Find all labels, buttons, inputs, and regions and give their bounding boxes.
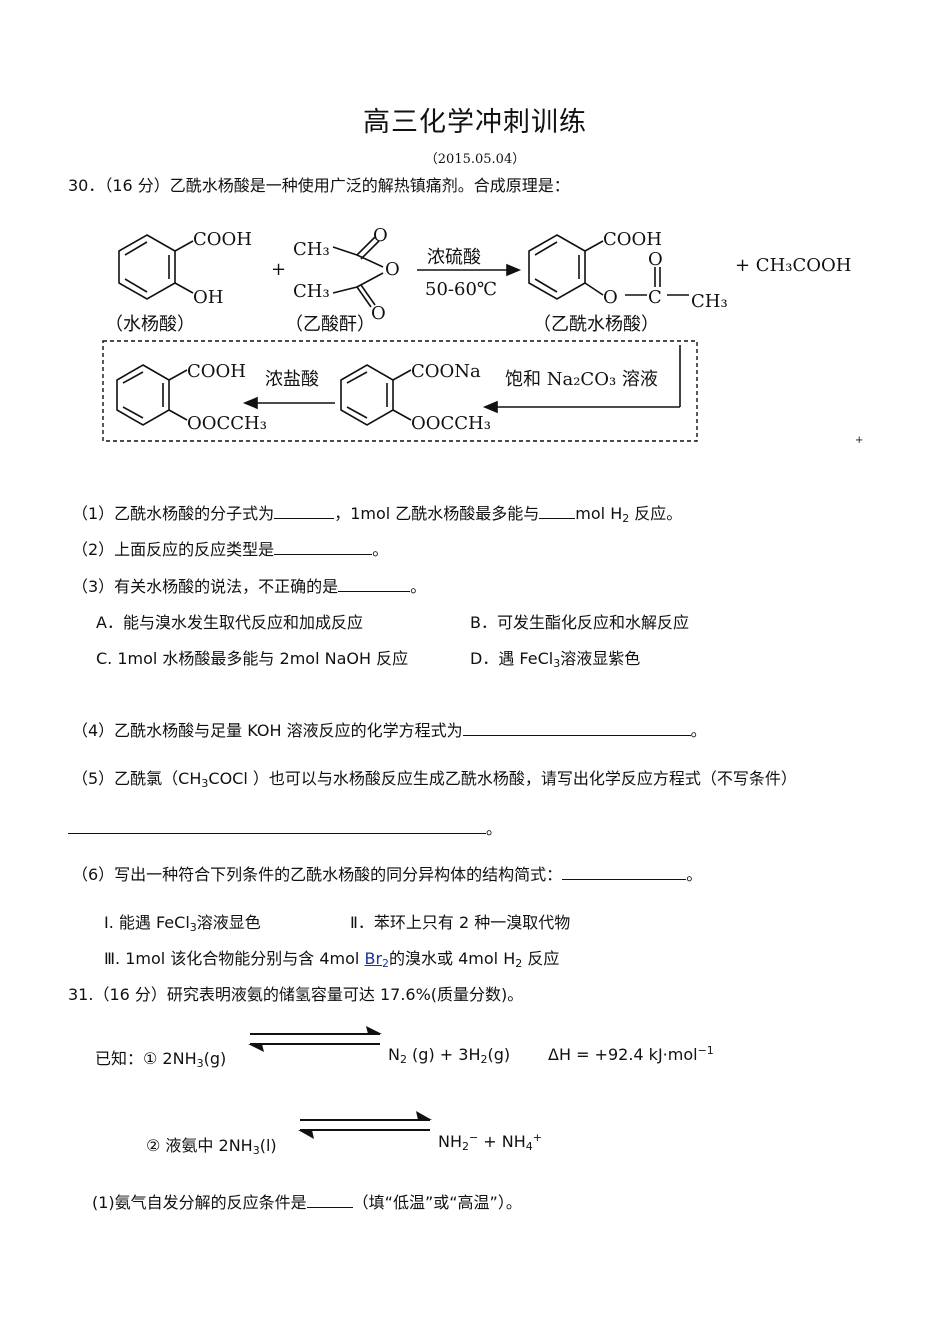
box-salt-oocch3: OOCCH₃ [411, 413, 491, 434]
anhydride-ch3-bottom: CH₃ [293, 281, 330, 302]
reagent-na2co3: 饱和 Na₂CO₃ 溶液 [505, 369, 658, 390]
q30-part5-answer-line: 。 [68, 815, 502, 839]
purification-box [102, 340, 698, 442]
anhydride-o-bridge: O [385, 259, 400, 280]
aspirin-cooh: COOH [603, 229, 662, 250]
aspirin-structure [528, 234, 689, 300]
aspirin-c: C [648, 287, 662, 308]
equation-2-left: ② 液氨中 2NH3(l) [146, 1136, 277, 1157]
box-sodium-salt-structure [340, 364, 412, 426]
q30-part5: （5）乙酰氯（CH3COCl ）也可以与水杨酸反应生成乙酰水杨酸，请写出化学反应… [72, 769, 797, 790]
br2-link[interactable]: Br2 [364, 949, 390, 970]
main-arrow [417, 263, 522, 277]
equation-1-left: 已知：① 2NH3(g) [95, 1049, 227, 1070]
equilibrium-arrow-1 [248, 1026, 382, 1052]
anhydride-label: （乙酸酐） [285, 314, 375, 335]
enthalpy-change: ΔH = +92.4 kJ·mol−1 [548, 1044, 714, 1064]
equation-2-right: NH2− + NH4+ [438, 1131, 543, 1153]
aspirin-label: （乙酰水杨酸） [533, 314, 659, 335]
box-aspirin-structure [116, 364, 188, 426]
hcl-arrow [242, 396, 335, 410]
option-a: A．能与溴水发生取代反应和加成反应 [96, 613, 363, 632]
anhydride-o-bottom: O [371, 303, 386, 324]
reaction-scheme: COOH OH （水杨酸） + CH₃ CH₃ O O O （乙酸酐） 浓硫酸 … [102, 225, 863, 446]
salicylic-oh: OH [193, 287, 223, 308]
byproduct-acetic-acid: + CH₃COOH [735, 255, 851, 276]
stray-mark: + [855, 435, 863, 446]
q30-part3: （3）有关水杨酸的说法，不正确的是。 [72, 577, 427, 596]
option-c: C. 1mol 水杨酸最多能与 2mol NaOH 反应 [96, 649, 409, 668]
aspirin-carbonyl-o: O [648, 249, 663, 270]
anhydride-ch3-top: CH₃ [293, 239, 330, 260]
na2co3-arrow [482, 345, 681, 414]
page-title: 高三化学冲刺训练 [363, 107, 587, 138]
q30-part6: （6）写出一种符合下列条件的乙酰水杨酸的同分异构体的结构简式：。 [72, 865, 703, 884]
q30-part2: （2）上面反应的反应类型是。 [72, 540, 389, 559]
reagent-h2so4: 浓硫酸 [427, 247, 481, 268]
box-coona: COONa [411, 361, 481, 382]
condition-1: Ⅰ. 能遇 FeCl3溶液显色 [104, 913, 261, 934]
q30-part4: （4）乙酰水杨酸与足量 KOH 溶液反应的化学方程式为。 [72, 721, 707, 740]
option-d: D．遇 FeCl3溶液显紫色 [470, 649, 641, 670]
q30-intro: 30．（16 分）乙酰水杨酸是一种使用广泛的解热镇痛剂。合成原理是： [68, 176, 570, 195]
acetic-anhydride-structure [332, 236, 384, 308]
salicylic-cooh: COOH [193, 229, 252, 250]
equation-1-right: N2 (g) + 3H2(g) [388, 1045, 511, 1066]
q31-intro: 31.（16 分）研究表明液氨的储氢容量可达 17.6%(质量分数)。 [68, 985, 524, 1004]
reagent-temp: 50-60℃ [425, 279, 497, 300]
condition-3: Ⅲ. 1mol 该化合物能分别与含 4mol Br2的溴水或 4mol H2 反… [104, 949, 560, 970]
anhydride-o-top: O [373, 225, 388, 246]
box-aspirin-oocch3: OOCCH₃ [187, 413, 267, 434]
equilibrium-arrow-2 [298, 1111, 432, 1139]
plus-sign: + [271, 259, 286, 280]
salicylic-acid-label: （水杨酸） [105, 314, 195, 335]
box-aspirin-cooh: COOH [187, 361, 246, 382]
q31-part1: (1)氨气自发分解的反应条件是（填“低温”或“高温”）。 [92, 1193, 522, 1212]
aspirin-o: O [603, 287, 618, 308]
salicylic-acid-structure [118, 234, 194, 300]
page-date: （2015.05.04） [424, 152, 526, 167]
condition-2: Ⅱ．苯环上只有 2 种一溴取代物 [350, 913, 571, 932]
option-b: B．可发生酯化反应和水解反应 [470, 613, 689, 632]
reagent-hcl: 浓盐酸 [265, 369, 319, 390]
aspirin-ch3: CH₃ [691, 291, 728, 312]
